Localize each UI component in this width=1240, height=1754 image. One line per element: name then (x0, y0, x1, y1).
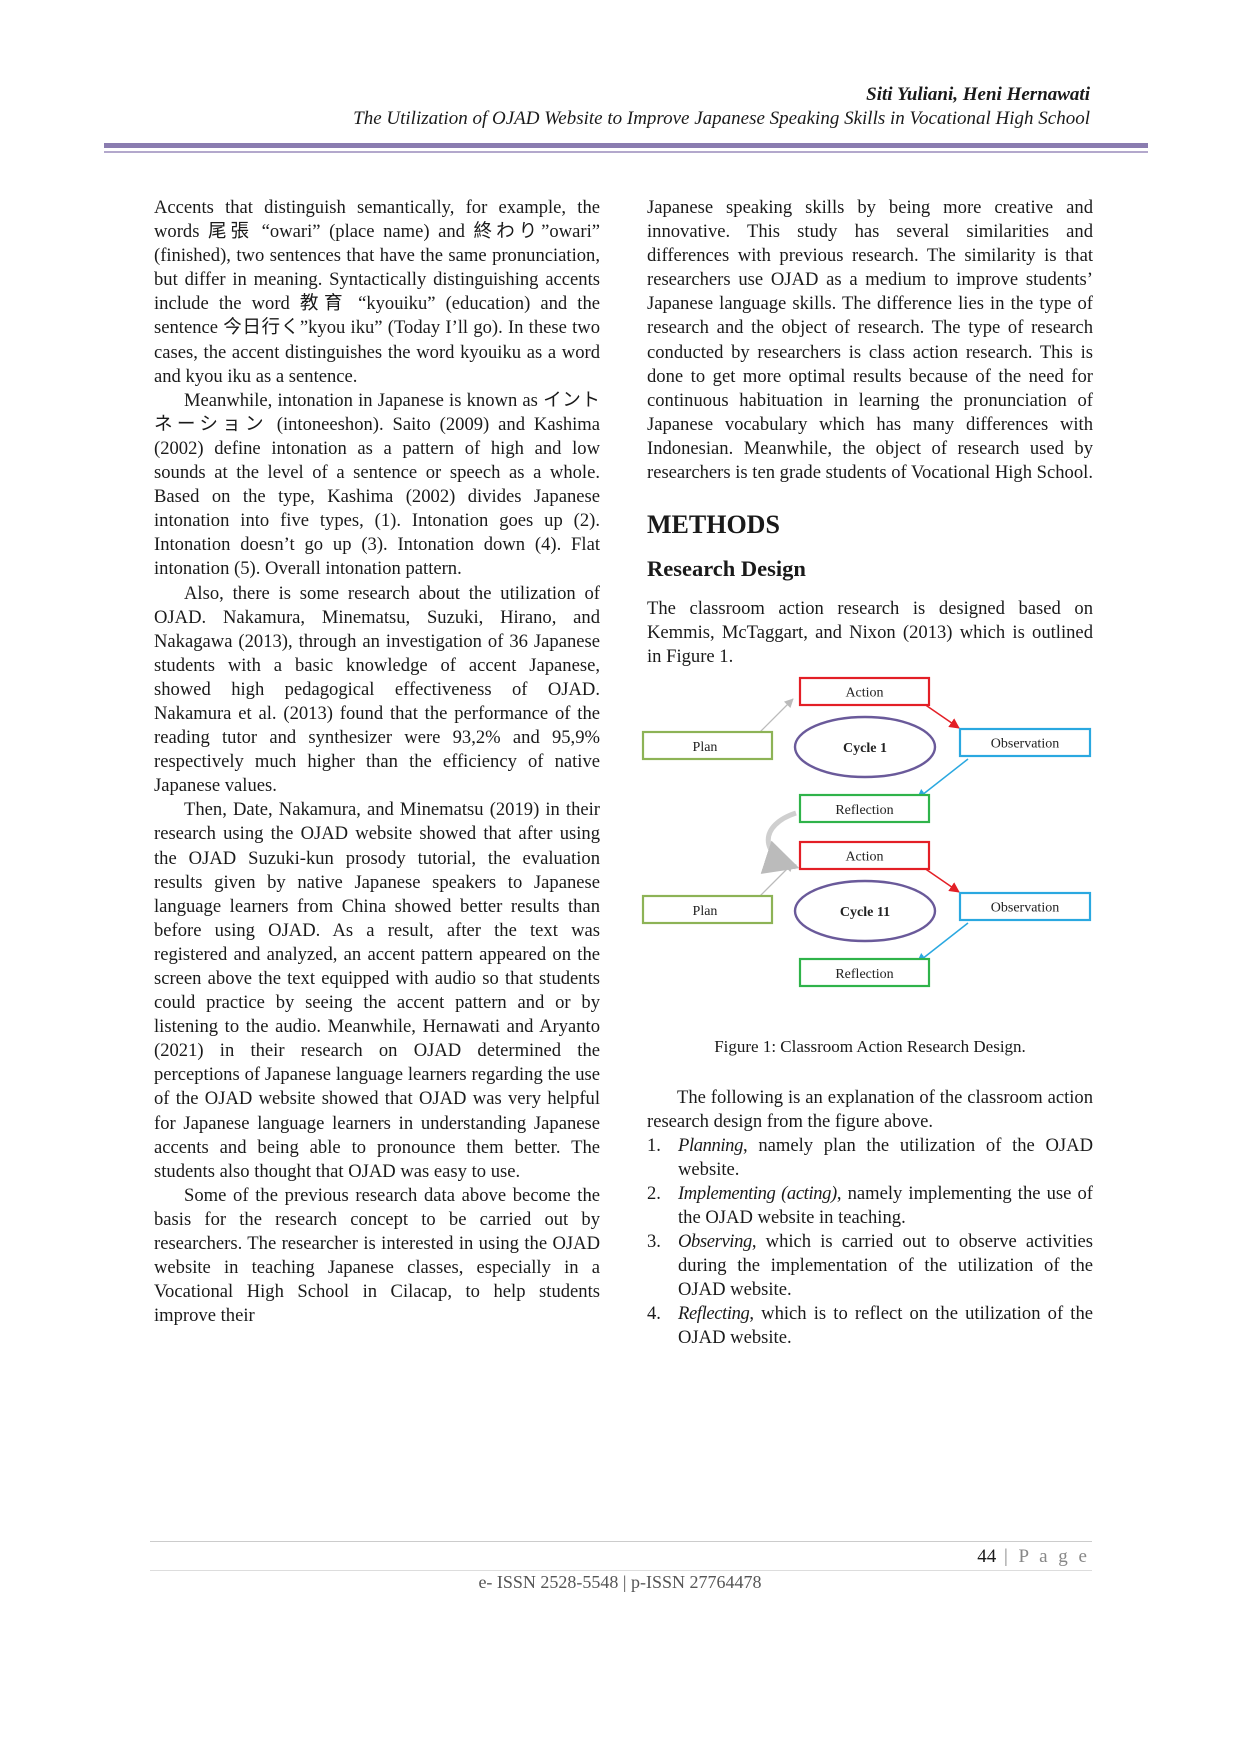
reflection-box-1 (798, 794, 931, 824)
cycle-2-label: Cycle 11 (840, 905, 890, 920)
plan-label-1: Plan (693, 740, 718, 755)
step-number: 2. (647, 1182, 661, 1204)
figure-caption: Figure 1: Classroom Action Research Desi… (714, 1037, 1026, 1057)
page-separator: | (996, 1546, 1019, 1567)
step-term: Planning (678, 1134, 743, 1156)
step-term: Implementing (acting) (678, 1182, 837, 1204)
cycle-2-group: Action Plan Cycle 11 Observation Reflect… (641, 841, 1092, 988)
cycle-2-ellipse (793, 880, 937, 943)
step-number: 3. (647, 1231, 661, 1253)
step-item: 1. Planning, namely plan the utilization … (647, 1134, 1093, 1182)
paragraph-intonation: Meanwhile, intonation in Japanese is kno… (154, 389, 600, 580)
plan-box-2 (641, 895, 774, 925)
step-number: 4. (647, 1303, 661, 1325)
arrow-observation-to-reflection-2 (916, 922, 969, 965)
plan-box-1 (641, 731, 774, 761)
arrow-plan-to-action-2 (758, 862, 794, 898)
footer-rule-lower (150, 1570, 1092, 1571)
subheading-research-design: Research Design (647, 556, 806, 582)
paragraph-explanation: The following is an explanation of the c… (647, 1086, 1093, 1132)
step-term: Reflecting (678, 1303, 750, 1325)
running-header-authors: Siti Yuliani, Heni Hernawati (866, 84, 1090, 105)
observation-box-1 (958, 728, 1092, 758)
footer-rule (150, 1541, 1092, 1542)
step-item: 3. Observing, which is carried out to obs… (647, 1230, 1093, 1302)
step-number: 1. (647, 1134, 661, 1156)
step-text: , which is to reflect on the utilization… (678, 1303, 1093, 1349)
page-number-value: 44 (977, 1546, 997, 1567)
figure-action-research-diagram: Action Plan Cycle 1 Observation Reflecti… (641, 675, 1101, 1029)
action-label-2: Action (845, 850, 883, 865)
reflection-label-2: Reflection (835, 967, 893, 982)
reflection-box-2 (798, 958, 931, 988)
paragraph-similarities: Japanese speaking skills by being more c… (647, 197, 1093, 484)
step-text: , namely implementing the use of the OJA… (678, 1182, 1093, 1228)
header-rule-thin (104, 151, 1148, 153)
step-item: 2. Implementing (acting), namely implemen… (647, 1182, 1093, 1230)
arrow-plan-to-action-1 (758, 698, 794, 734)
step-term: Observing (678, 1231, 752, 1253)
paragraph-ojad-research: Also, there is some research about the u… (154, 582, 600, 797)
observation-label-2: Observation (991, 901, 1059, 916)
cycle-1-label: Cycle 1 (843, 741, 887, 756)
action-box-2 (798, 841, 931, 871)
action-label-1: Action (845, 686, 883, 701)
plan-label-2: Plan (693, 904, 718, 919)
page-word: P a g e (1018, 1546, 1090, 1567)
step-text: , namely plan the utilization of the OJA… (678, 1134, 1093, 1180)
paragraph-accents: Accents that distinguish semantically, f… (154, 197, 600, 387)
action-box-1 (798, 677, 931, 707)
section-heading-methods: METHODS (647, 510, 780, 540)
right-column: Japanese speaking skills by being more c… (641, 196, 1093, 1351)
curved-link-cycle-1-to-2 (760, 811, 800, 875)
arrow-observation-to-reflection-1 (916, 758, 969, 801)
observation-box-2 (958, 892, 1092, 922)
step-item: 4. Reflecting, which is to reflect on the… (647, 1302, 1093, 1350)
page-number: 44 | P a g e (977, 1546, 1090, 1568)
paragraph-research-basis: Some of the previous research data above… (154, 1184, 600, 1327)
reflection-label-1: Reflection (835, 803, 893, 818)
step-text: , which is carried out to observe activi… (678, 1231, 1093, 1301)
header-rule (104, 143, 1148, 148)
observation-label-1: Observation (991, 737, 1059, 752)
paragraph-design: The classroom action research is designe… (647, 598, 1093, 668)
issn-footer: e- ISSN 2528-5548 | p-ISSN 27764478 (478, 1572, 762, 1592)
running-header-title: The Utilization of OJAD Website to Impro… (353, 108, 1090, 129)
cycle-1-group: Action Plan Cycle 1 Observation Reflecti… (641, 677, 1092, 824)
paragraph-date-nakamura: Then, Date, Nakamura, and Minematsu (201… (154, 799, 600, 1182)
diagram-svg: Action Plan Cycle 1 Observation Reflecti… (641, 677, 1092, 988)
left-column: Accents that distinguish semantically, f… (154, 196, 600, 1328)
cycle-1-ellipse (793, 716, 937, 779)
steps-list: 1. Planning, namely plan the utilization … (647, 1134, 1093, 1351)
